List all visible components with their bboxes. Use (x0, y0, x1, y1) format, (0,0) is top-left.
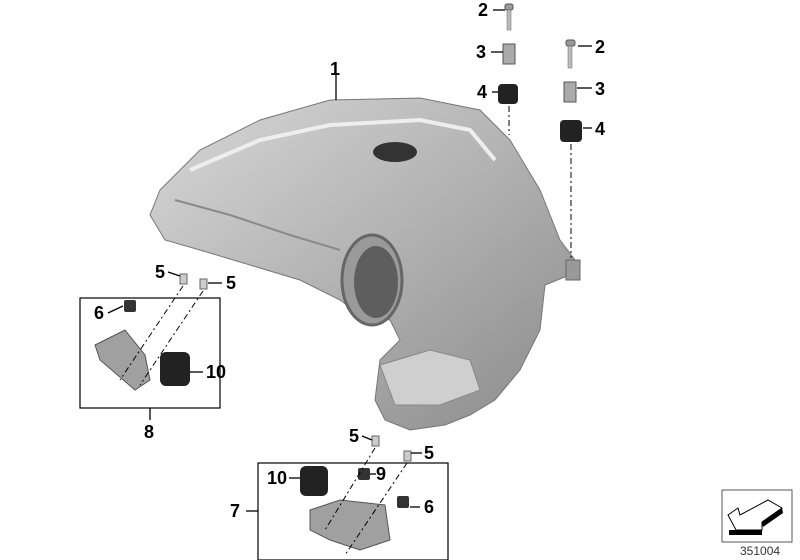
label-part-6-left: 6 (94, 303, 104, 323)
bracket-front (94, 273, 208, 391)
label-part-5-d: 5 (424, 443, 434, 463)
label-part-5-b: 5 (226, 273, 236, 293)
bolt-stack-left (498, 3, 518, 135)
label-part-10-left: 10 (206, 362, 226, 382)
label-part-7: 7 (230, 501, 240, 521)
fuel-tank (149, 97, 581, 431)
label-part-2-right: 2 (595, 37, 605, 57)
reference-number: 351004 (740, 544, 780, 558)
label-part-4-left: 4 (477, 82, 487, 102)
bracket-rear (300, 435, 412, 556)
label-part-1: 1 (330, 59, 340, 79)
label-part-3-left: 3 (476, 42, 486, 62)
label-part-4-right: 4 (595, 119, 605, 139)
leader-lines (107, 9, 592, 512)
label-part-5-a: 5 (155, 262, 165, 282)
label-part-10-bottom: 10 (267, 468, 287, 488)
orientation-arrow-icon (721, 489, 793, 543)
label-part-8: 8 (144, 422, 154, 442)
label-part-9: 9 (376, 464, 386, 484)
label-part-5-c: 5 (349, 426, 359, 446)
label-part-6-right: 6 (424, 497, 434, 517)
label-part-3-right: 3 (595, 79, 605, 99)
bolt-stack-right (560, 39, 582, 258)
label-part-2-left: 2 (478, 0, 488, 20)
